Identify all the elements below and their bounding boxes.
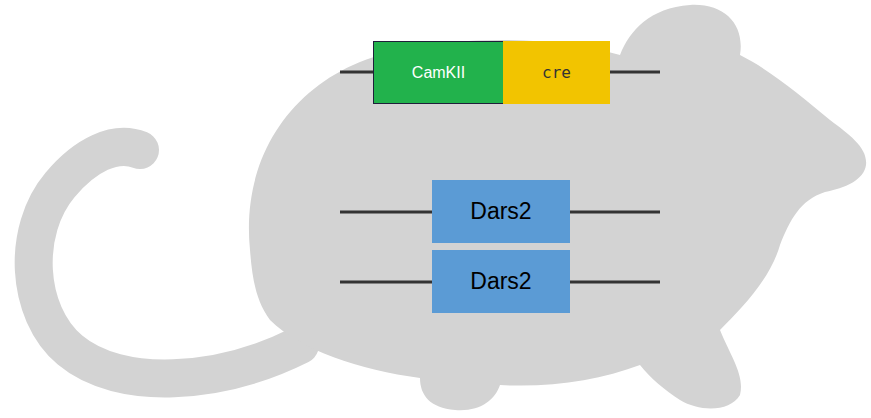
dna-line: [568, 281, 660, 284]
allele-box: Dars2: [432, 250, 570, 313]
node-label: Dars2: [470, 198, 531, 225]
dna-line: [340, 71, 375, 74]
dna-line: [340, 211, 434, 214]
dna-line: [608, 71, 660, 74]
gene-box: cre: [503, 41, 610, 104]
promoter-box: CamKII: [373, 41, 504, 104]
node-label: cre: [542, 63, 571, 82]
node-label: CamKII: [412, 64, 465, 82]
dna-line: [568, 211, 660, 214]
dna-line: [340, 281, 434, 284]
mouse-body: [249, 5, 866, 410]
node-label: Dars2: [470, 268, 531, 295]
allele-box: Dars2: [432, 180, 570, 243]
